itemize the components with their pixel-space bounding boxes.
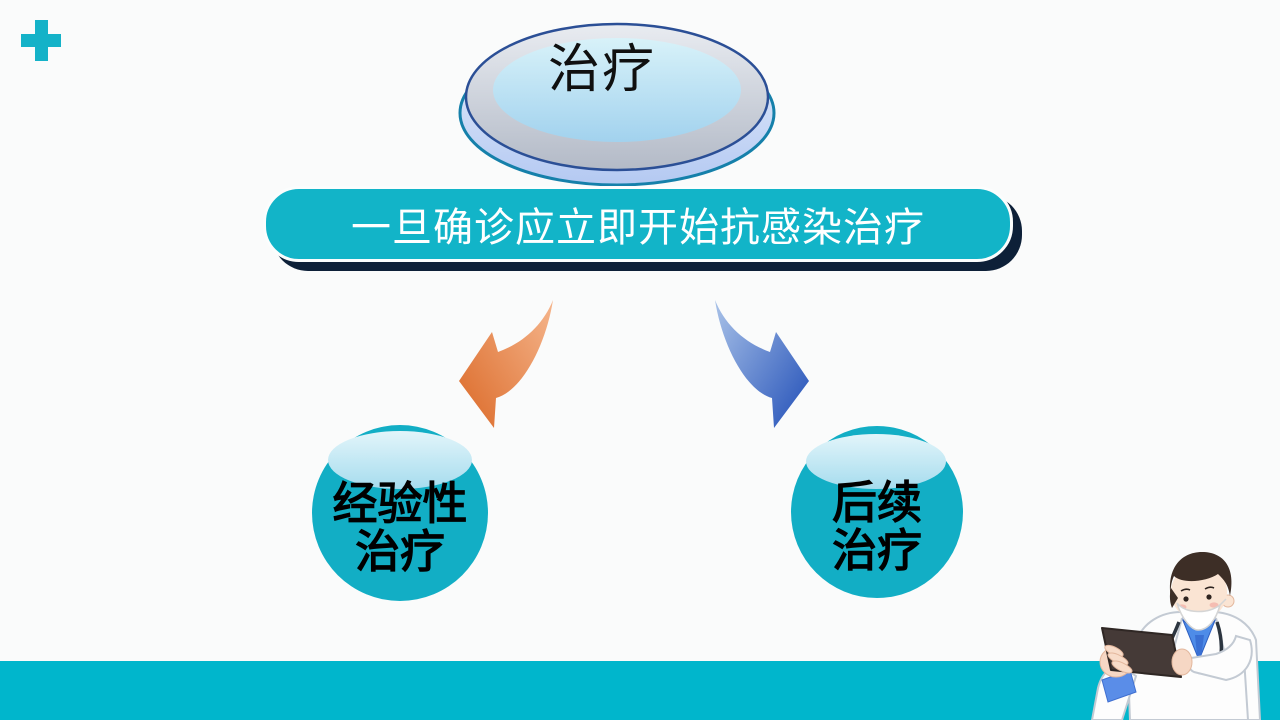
branch-label-followup: 后续 治疗 xyxy=(832,479,922,575)
branch-label-line2: 治疗 xyxy=(831,524,922,577)
footer-bar xyxy=(0,661,1280,720)
doctor-tie xyxy=(1195,635,1204,675)
branch-node-empirical: 经验性 治疗 xyxy=(312,425,488,601)
root-node-label: 治疗 xyxy=(547,40,656,100)
left-curved-arrow-icon xyxy=(459,300,553,428)
mask-strap xyxy=(1218,598,1227,607)
circle-gloss xyxy=(328,431,472,489)
diagnosis-banner-text: 一旦确诊应立即开始抗感染治疗 xyxy=(351,205,925,251)
doctor-illustration xyxy=(1090,552,1262,720)
branch-label-line2: 治疗 xyxy=(354,525,445,578)
diagnosis-banner: 一旦确诊应立即开始抗感染治疗 xyxy=(263,186,1013,262)
right-curved-arrow-icon xyxy=(715,300,809,428)
doctor-sideburn xyxy=(1169,588,1178,608)
branch-label-line1: 后续 xyxy=(831,476,922,529)
doctor-hair xyxy=(1169,552,1232,598)
branch-label-line1: 经验性 xyxy=(332,477,468,530)
doctor-eyebrows xyxy=(1180,586,1215,592)
disc-top-surface xyxy=(493,38,741,142)
branch-node-followup: 后续 治疗 xyxy=(791,426,963,598)
circle-gloss xyxy=(806,434,946,489)
branch-label-empirical: 经验性 治疗 xyxy=(332,480,467,576)
doctor-blush xyxy=(1209,602,1219,608)
treatment-disc xyxy=(458,22,776,187)
doctor-left-fingers xyxy=(1104,644,1133,674)
doctor-right-hand xyxy=(1171,648,1193,676)
doctor-eye xyxy=(1206,594,1212,600)
doctor-eye xyxy=(1183,596,1189,602)
doctor-mask xyxy=(1176,602,1222,631)
branch-arrows xyxy=(459,300,809,428)
plus-icon xyxy=(21,20,61,61)
